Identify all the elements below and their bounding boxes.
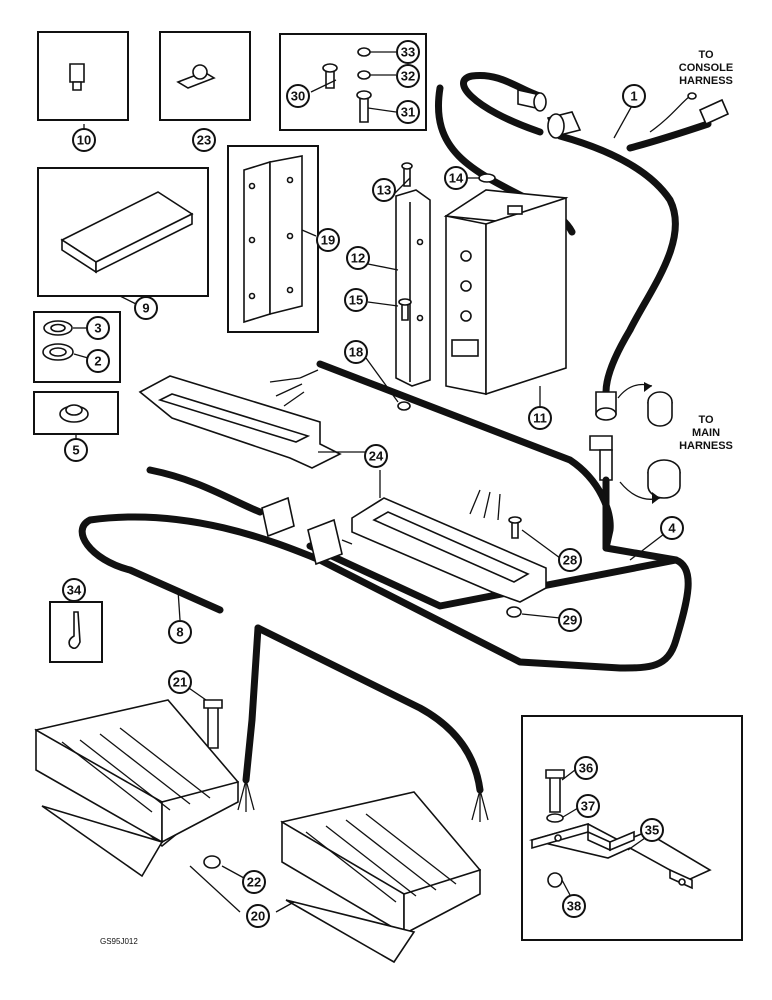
- svg-text:31: 31: [401, 105, 415, 120]
- main-harness-connector: [589, 382, 681, 504]
- callout-4: 4: [660, 516, 684, 540]
- svg-text:4: 4: [668, 521, 676, 536]
- callout-28: 28: [558, 548, 582, 572]
- callout-24: 24: [364, 444, 388, 468]
- svg-text:33: 33: [401, 45, 415, 60]
- callout-29: 29: [558, 608, 582, 632]
- svg-text:10: 10: [77, 133, 91, 148]
- svg-text:22: 22: [247, 875, 261, 890]
- inset-box-19: [227, 145, 319, 333]
- callout-31: 31: [396, 100, 420, 124]
- loop-cable-4: [78, 360, 692, 672]
- sensor-24-right: [351, 489, 547, 603]
- callout-5: 5: [64, 438, 88, 462]
- svg-text:18: 18: [349, 345, 363, 360]
- inset-box-34: [49, 601, 103, 663]
- callout-22: 22: [242, 870, 266, 894]
- label-console-harness: TO CONSOLE HARNESS: [679, 49, 733, 87]
- callout-33: 33: [396, 40, 420, 64]
- console-label-line-2: CONSOLE: [679, 62, 733, 74]
- svg-text:37: 37: [581, 799, 595, 814]
- callout-38: 38: [562, 894, 586, 918]
- small-hardware: [203, 162, 522, 869]
- callout-9: 9: [134, 296, 158, 320]
- svg-text:34: 34: [67, 583, 82, 598]
- svg-text:13: 13: [377, 183, 391, 198]
- inset-box-5: [33, 391, 119, 440]
- svg-text:11: 11: [533, 411, 547, 426]
- callout-23: 23: [192, 128, 216, 152]
- module-20-left: [34, 699, 240, 878]
- callout-13: 13: [372, 178, 396, 202]
- svg-text:12: 12: [351, 251, 365, 266]
- callout-11: 11: [528, 406, 552, 430]
- callout-15: 15: [344, 288, 368, 312]
- svg-text:14: 14: [449, 171, 464, 186]
- svg-text:3: 3: [94, 321, 101, 336]
- figure-code: GS95J012: [100, 937, 138, 946]
- main-label-line-3: HARNESS: [679, 440, 733, 452]
- callout-14: 14: [444, 166, 468, 190]
- leader-lines: [177, 101, 665, 913]
- callout-37: 37: [576, 794, 600, 818]
- callout-2: 2: [86, 349, 110, 373]
- control-module-11: [443, 189, 569, 396]
- callout-10: 10: [72, 128, 96, 152]
- svg-text:36: 36: [579, 761, 593, 776]
- callout-20-left: 20: [246, 904, 270, 928]
- callout-12: 12: [346, 246, 370, 270]
- svg-text:35: 35: [645, 823, 659, 838]
- inset-box-10: [37, 31, 129, 130]
- svg-text:29: 29: [563, 613, 577, 628]
- svg-text:38: 38: [567, 899, 581, 914]
- main-label-line-1: TO: [698, 414, 714, 426]
- callout-layer: 1 2 3 4 5 8 9 10 11 12 13 14 15 18 19 20…: [62, 40, 684, 928]
- callout-3: 3: [86, 316, 110, 340]
- sensor-24-left: [138, 369, 342, 469]
- callout-18: 18: [344, 340, 368, 364]
- callout-35: 35: [640, 818, 664, 842]
- svg-text:19: 19: [321, 233, 335, 248]
- svg-text:21: 21: [173, 675, 187, 690]
- inset-box-9: [37, 167, 209, 307]
- console-label-line-3: HARNESS: [679, 75, 733, 87]
- svg-text:30: 30: [291, 89, 305, 104]
- svg-text:5: 5: [72, 443, 79, 458]
- svg-text:20: 20: [251, 909, 265, 924]
- callout-34: 34: [62, 578, 86, 602]
- svg-text:32: 32: [401, 69, 415, 84]
- svg-text:23: 23: [197, 133, 211, 148]
- connector-plugs-8: [251, 496, 353, 566]
- callout-1: 1: [622, 84, 646, 108]
- inset-box-35-38: [521, 715, 743, 941]
- module-20-right: [280, 791, 482, 964]
- svg-text:24: 24: [369, 449, 384, 464]
- callout-30: 30: [286, 84, 310, 108]
- svg-text:1: 1: [630, 89, 637, 104]
- console-label-line-1: TO: [698, 49, 714, 61]
- svg-text:28: 28: [563, 553, 577, 568]
- svg-text:9: 9: [142, 301, 149, 316]
- svg-text:15: 15: [349, 293, 363, 308]
- bracket-12: [395, 189, 431, 387]
- callout-32: 32: [396, 64, 420, 88]
- svg-text:2: 2: [94, 354, 101, 369]
- callout-19: 19: [316, 228, 340, 252]
- label-main-harness: TO MAIN HARNESS: [679, 414, 733, 452]
- callout-21: 21: [168, 670, 192, 694]
- main-label-line-2: MAIN: [692, 427, 720, 439]
- cable-8-drops: [237, 624, 489, 822]
- callout-8: 8: [168, 620, 192, 644]
- inset-box-23: [159, 31, 251, 121]
- callout-36: 36: [574, 756, 598, 780]
- svg-text:8: 8: [176, 625, 183, 640]
